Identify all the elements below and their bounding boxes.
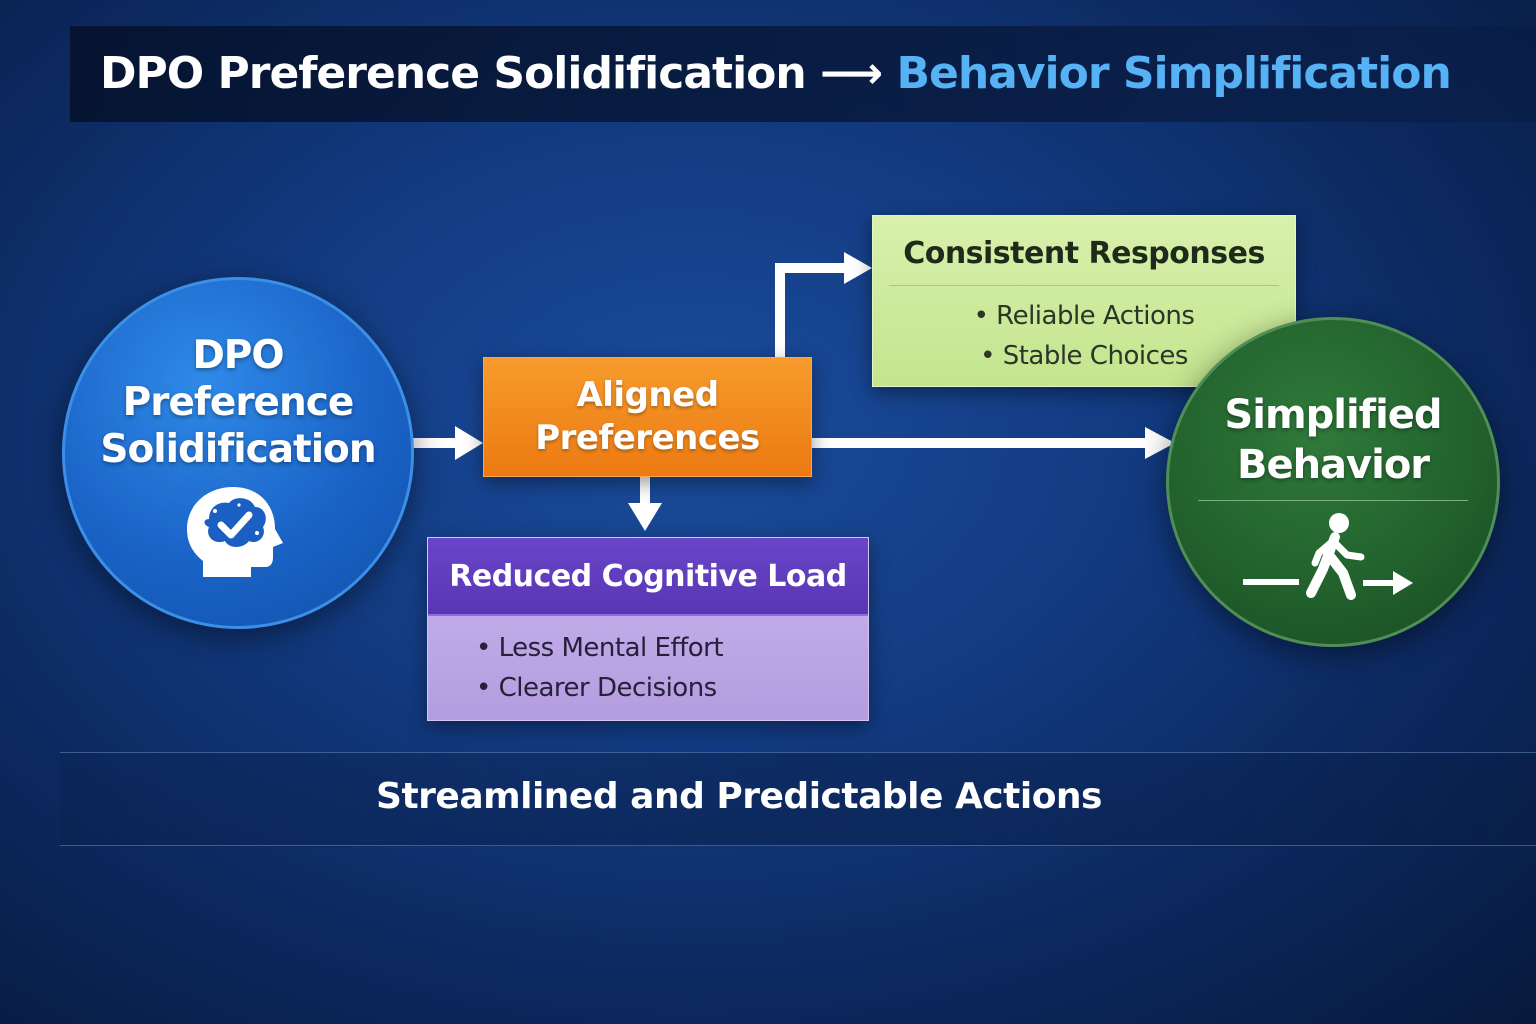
connector-dpo-to-aligned [408,438,456,448]
aligned-node-line2: Preferences [535,418,760,458]
footer-band [60,752,1536,846]
connector-aligned-to-simplified [810,438,1146,448]
arrowhead-aligned-to-simplified [1145,427,1175,459]
consistent-list: Reliable Actions Stable Choices [873,296,1295,376]
list-item: Reliable Actions [873,296,1295,336]
arrowhead-dpo-to-aligned [455,426,483,460]
connector-aligned-up [775,263,785,357]
aligned-node-label: Aligned Preferences [535,374,760,460]
dpo-preference-solidification-node: DPO Preference Solidification [62,277,414,629]
aligned-preferences-node: Aligned Preferences [483,357,812,477]
connector-aligned-to-consistent [775,263,845,273]
walking-person-icon [1243,513,1413,600]
arrowhead-aligned-to-consistent [844,252,872,284]
aligned-node-line1: Aligned [576,375,719,415]
reduced-heading: Reduced Cognitive Load [449,558,847,594]
list-item: Less Mental Effort [476,628,868,668]
simplified-divider [1198,500,1468,501]
title-bar [70,26,1536,122]
reduced-list: Less Mental Effort Clearer Decisions [476,628,868,708]
brain-check-icon [187,487,283,577]
dpo-node-line3: Solidification [100,427,376,472]
dpo-node-line1: DPO [192,333,284,378]
connector-aligned-to-reduced [640,475,650,505]
dpo-node-line2: Preference [122,380,355,425]
simplified-node-label: Simplified Behavior [1224,390,1442,490]
consistent-heading: Consistent Responses [903,236,1265,271]
title-accent: Behavior Simplification [896,48,1451,99]
dpo-node-label: DPO Preference Solidification [100,332,376,473]
page-title: DPO Preference Solidification ⟶ Behavior… [100,48,1452,99]
footer-caption: Streamlined and Predictable Actions [376,776,1102,817]
simplified-behavior-node: Simplified Behavior [1166,317,1500,647]
title-main: DPO Preference Solidification [100,48,807,99]
arrowhead-aligned-to-reduced [628,503,662,531]
list-item: Stable Choices [873,336,1295,376]
list-item: Clearer Decisions [476,668,868,708]
title-arrow: ⟶ [820,48,883,99]
simplified-node-line2: Behavior [1236,442,1430,488]
consistent-divider [889,285,1279,286]
reduced-header: Reduced Cognitive Load [428,538,868,616]
simplified-node-line1: Simplified [1224,392,1442,438]
reduced-cognitive-load-node: Reduced Cognitive Load Less Mental Effor… [427,537,869,721]
